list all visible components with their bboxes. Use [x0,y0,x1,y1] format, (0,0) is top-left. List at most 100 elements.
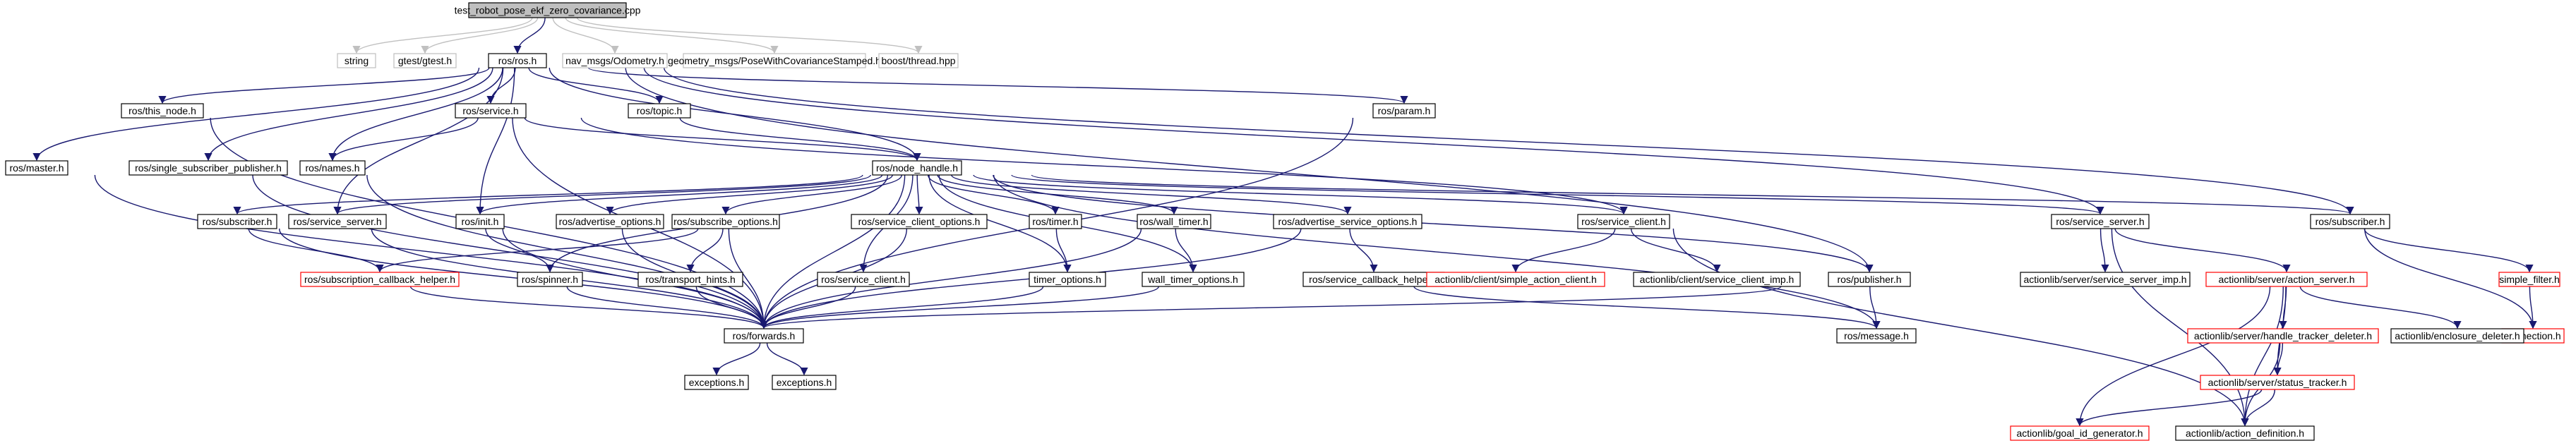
node-label: boost/thread.hpp [881,55,955,66]
node-service[interactable]: ros/service.h [455,103,527,119]
edge-status_tracker-to-goal_id [2075,389,2263,427]
node-label: timer_options.h [1034,274,1101,285]
node-label: actionlib/server/service_server_imp.h [2023,274,2186,285]
edge-node_handle-to-timer [927,174,1060,215]
node-status-tracker[interactable]: actionlib/server/status_tracker.h [2200,375,2355,390]
node-label: ros/service_server.h [293,216,381,227]
edge-subscriber_r-to-simple_filter [2364,228,2534,273]
edge-ros_ros-to-subscriber_r [663,67,2354,215]
node-box [817,272,910,287]
node-sc-imp[interactable]: actionlib/client/service_client_imp.h [1633,272,1801,287]
node-exceptions1[interactable]: exceptions.h [684,375,749,390]
node-init[interactable]: ros/init.h [455,214,505,229]
edge-node_handle-to-service_server_l [333,174,872,215]
node-action-server[interactable]: actionlib/server/action_server.h [2205,272,2368,287]
edge-topic-to-node_handle [679,117,921,162]
node-service-client[interactable]: ros/service_client.h [1577,214,1670,229]
node-label: ros/subscribe_options.h [673,216,778,227]
edge-wall_timer-to-wall_timer_options [1175,228,1197,273]
node-transport-hints[interactable]: ros/transport_hints.h [637,272,743,287]
node-label: string [345,55,369,66]
node-box [2051,214,2150,229]
node-box [1577,214,1670,229]
node-master[interactable]: ros/master.h [5,160,68,176]
node-sub-opt[interactable]: ros/subscribe_options.h [671,214,780,229]
node-node-handle[interactable]: ros/node_handle.h [872,160,962,176]
edge-node_handle-to-forwards [760,174,906,329]
node-box [468,2,627,18]
node-timer-options[interactable]: timer_options.h [1029,272,1106,287]
node-subscriber-l[interactable]: ros/subscriber.h [197,214,277,229]
edge-root-to-gtest [421,17,539,54]
node-box [2205,272,2368,287]
edge-service-to-names [328,117,479,162]
node-sc-h[interactable]: ros/service_client.h [817,272,910,287]
node-srv-cb-helper[interactable]: ros/service_callback_helper.h [1302,272,1445,287]
edge-names-to-forwards [366,174,768,329]
node-label: ros/timer.h [1032,216,1078,227]
node-label: ros/service_client.h [821,274,906,285]
node-box [683,53,866,68]
edge-init-to-forwards [502,228,768,329]
node-label: ros/spinner.h [522,274,578,285]
node-label: ros/node_handle.h [876,162,958,174]
node-box [2498,272,2560,287]
dependency-nodes: test_robot_pose_ekf_zero_covariance.cpps… [5,2,2565,441]
edge-service_server_r-to-action_server [2114,228,2291,273]
edge-node_handle-to-service_client [973,174,1628,215]
node-sc-opt[interactable]: ros/service_client_options.h [851,214,988,229]
edge-root-to-odom [552,17,619,54]
node-box [1029,272,1106,287]
node-label: ros/service.h [462,105,518,116]
node-adv-opt[interactable]: ros/advertise_options.h [556,214,664,229]
node-spinner[interactable]: ros/spinner.h [517,272,583,287]
node-label: ros/transport_hints.h [645,274,736,285]
node-ros-ros[interactable]: ros/ros.h [488,53,547,68]
node-service-server-r[interactable]: ros/service_server.h [2051,214,2150,229]
edge-service_server_r-to-ss_imp [2099,228,2109,273]
node-adv-srv-opt[interactable]: ros/advertise_service_options.h [1273,214,1422,229]
node-label: actionlib/client/service_client_imp.h [1640,274,1795,285]
node-label: actionlib/enclosure_deleter.h [2395,330,2520,341]
node-simple-filter[interactable]: simple_filter.h [2498,272,2560,287]
node-names[interactable]: ros/names.h [299,160,366,176]
node-box [393,53,457,68]
node-wall-timer-options[interactable]: wall_timer_options.h [1142,272,1245,287]
node-label: ros/subscriber.h [203,216,272,227]
node-label: ros/service_server.h [2056,216,2144,227]
node-this-node[interactable]: ros/this_node.h [121,103,204,119]
node-label: geometry_msgs/PoseWithCovarianceStamped.… [668,55,881,66]
edge-node_handle-to-timer_options [928,174,1072,273]
edge-root-to-ros_ros [513,17,546,54]
edge-node_handle-to-adv_opt [606,174,893,215]
node-publisher[interactable]: ros/publisher.h [1828,272,1911,287]
node-simple-action-client[interactable]: actionlib/client/simple_action_client.h [1426,272,1605,287]
edge-timer-to-timer_options [1055,228,1072,273]
node-forwards[interactable]: ros/forwards.h [724,328,804,344]
node-param[interactable]: ros/param.h [1372,103,1436,119]
node-box [684,375,749,390]
node-root[interactable]: test_robot_pose_ekf_zero_covariance.cpp [455,2,641,18]
node-sub-cb-helper[interactable]: ros/subscription_callback_helper.h [300,272,460,287]
node-message[interactable]: ros/message.h [1836,328,1917,344]
edge-simple_filter-to-connection [2529,286,2537,329]
node-subscriber-r[interactable]: ros/subscriber.h [2310,214,2390,229]
node-exceptions2[interactable]: exceptions.h [772,375,837,390]
node-ss-imp[interactable]: actionlib/server/service_server_imp.h [2020,272,2191,287]
node-goal-id[interactable]: actionlib/goal_id_generator.h [2010,425,2150,441]
edge-ros_ros-to-topic [528,67,664,104]
node-service-server-l[interactable]: ros/service_server.h [288,214,387,229]
node-action-def[interactable]: actionlib/action_definition.h [2175,425,2315,441]
node-enclosure[interactable]: actionlib/enclosure_deleter.h [2390,328,2524,344]
node-htd[interactable]: actionlib/server/handle_tracker_deleter.… [2187,328,2379,344]
node-ssp[interactable]: ros/single_subscriber_publisher.h [128,160,288,176]
node-label: ros/names.h [305,162,359,174]
edge-service_client-to-sc_imp [1630,228,1721,273]
node-box [488,53,547,68]
node-label: ros/param.h [1378,105,1431,116]
node-topic[interactable]: ros/topic.h [628,103,691,119]
node-box [455,214,505,229]
edge-forwards-to-exceptions2 [766,342,808,376]
node-timer[interactable]: ros/timer.h [1029,214,1082,229]
node-wall-timer[interactable]: ros/wall_timer.h [1137,214,1211,229]
